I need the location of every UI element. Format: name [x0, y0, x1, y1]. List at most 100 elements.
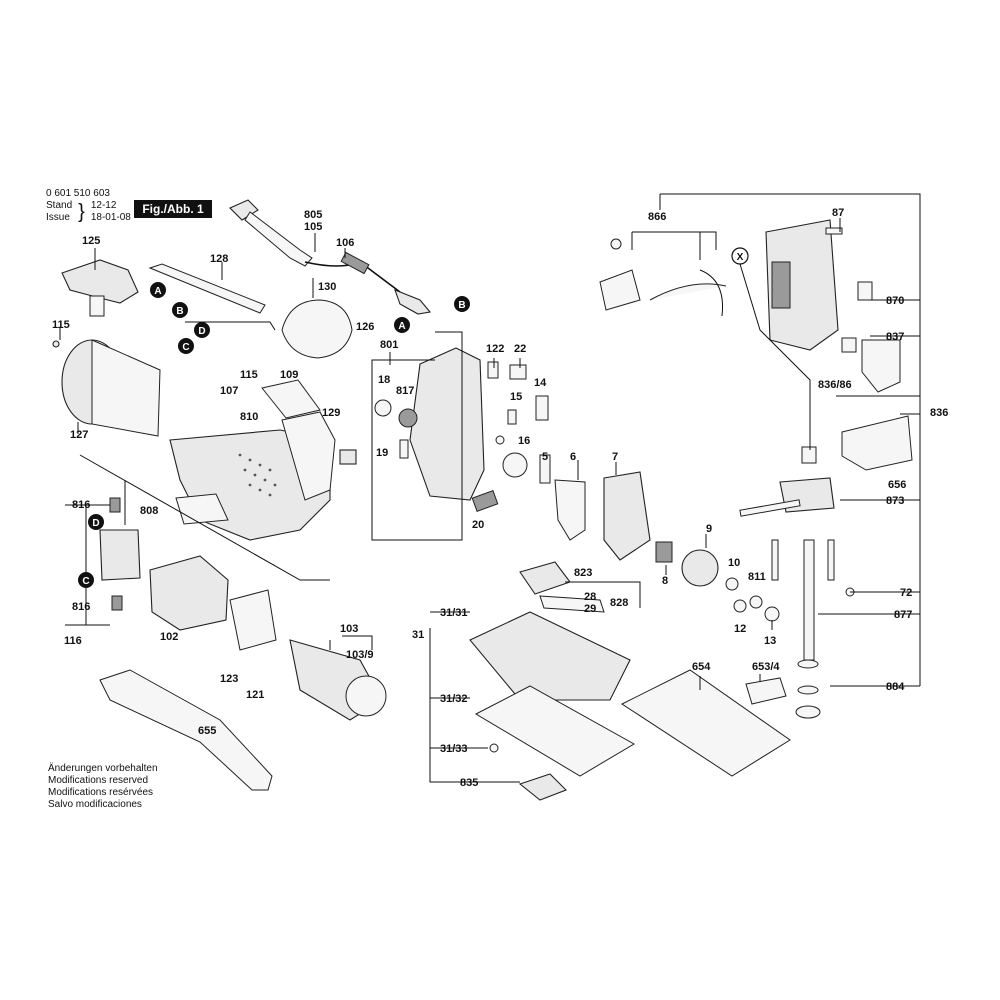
label-31-31: 31/31	[440, 607, 468, 619]
label-14: 14	[534, 377, 547, 389]
label-128: 128	[210, 253, 228, 265]
label-836: 836	[930, 407, 948, 419]
bearing-817	[398, 408, 418, 428]
bearing-13	[764, 606, 780, 622]
svg-text:X: X	[737, 252, 744, 263]
callout-d-1: D	[194, 322, 210, 338]
brace-glyph: }	[78, 201, 85, 223]
fan-guard-129	[281, 411, 336, 501]
part-870	[857, 281, 873, 301]
label-10: 10	[728, 557, 740, 569]
svg-text:D: D	[198, 326, 205, 337]
cable-sleeve	[244, 211, 313, 267]
shoe-654	[620, 669, 791, 777]
label-109: 109	[280, 369, 298, 381]
svg-text:C: C	[82, 576, 89, 587]
stand-issue-block: Stand Issue } 12-12 18-01-08	[46, 200, 131, 224]
label-9: 9	[706, 523, 712, 535]
label-13: 13	[764, 635, 776, 647]
callout-a-1: A	[150, 282, 166, 298]
label-130: 130	[318, 281, 336, 293]
motor-housing-body	[91, 339, 161, 437]
pin-15	[507, 409, 517, 425]
note-en: Modifications reserved	[48, 775, 149, 786]
housing-grille	[771, 261, 791, 309]
ring-884a	[797, 659, 819, 669]
guard-656	[841, 415, 913, 471]
lever-828	[539, 595, 605, 613]
label-6: 6	[570, 451, 576, 463]
label-801: 801	[380, 339, 398, 351]
label-28: 28	[584, 591, 596, 603]
base-31-31	[469, 611, 631, 701]
label-31-33: 31/33	[440, 743, 468, 755]
issue-label: Issue	[46, 212, 70, 223]
label-837: 837	[886, 331, 904, 343]
switch-part	[61, 259, 139, 304]
label-817: 817	[396, 385, 414, 397]
clip-129	[339, 449, 357, 465]
brush-holder	[99, 529, 141, 581]
rod-873b	[771, 539, 779, 581]
label-127: 127	[70, 429, 88, 441]
callout-b-2: B	[454, 296, 470, 312]
screw-115a	[52, 340, 60, 348]
svg-text:A: A	[154, 286, 161, 297]
pin-122	[487, 361, 499, 379]
top-housing-x	[765, 219, 839, 351]
label-811: 811	[748, 571, 766, 583]
clip-866-b	[699, 269, 724, 317]
label-87: 87	[832, 207, 844, 219]
label-16: 16	[518, 435, 530, 447]
label-18: 18	[378, 374, 390, 386]
label-115a: 115	[52, 319, 70, 331]
label-31: 31	[412, 629, 424, 641]
label-72: 72	[900, 587, 912, 599]
label-116: 116	[64, 635, 82, 647]
label-105: 105	[304, 221, 322, 233]
label-835: 835	[460, 777, 478, 789]
lever-22	[509, 364, 527, 380]
spring-866	[610, 238, 622, 250]
dust-tube-655	[99, 669, 273, 791]
switch-bracket	[89, 295, 105, 317]
shaft-5	[539, 454, 551, 484]
label-653-4: 653/4	[752, 661, 780, 673]
callout-x: X	[731, 247, 749, 265]
lever-836-86	[861, 339, 901, 393]
label-22: 22	[514, 343, 526, 355]
cable-end	[394, 289, 432, 315]
armature-fan	[345, 675, 387, 717]
dome-cover	[281, 299, 353, 359]
sleeve-873	[801, 446, 817, 464]
label-877: 877	[894, 609, 912, 621]
washer-16	[495, 435, 505, 445]
label-102: 102	[160, 631, 178, 643]
part-number-labels: 125 128 805 105 106 130 126 115 127 801 …	[52, 207, 948, 789]
clamp-835	[518, 773, 567, 801]
ring-884b	[797, 685, 819, 695]
label-870: 870	[886, 295, 904, 307]
svg-text:A: A	[398, 321, 405, 332]
label-125: 125	[82, 235, 100, 247]
clip-866	[649, 283, 727, 301]
plug-part	[229, 199, 259, 221]
label-655: 655	[198, 725, 216, 737]
washer-10	[725, 577, 739, 591]
disc-5	[502, 452, 528, 478]
cable-bar-part	[148, 263, 266, 314]
label-808: 808	[140, 505, 158, 517]
lever-14	[535, 395, 549, 421]
part-837	[841, 337, 857, 353]
stand-label: Stand	[46, 200, 73, 211]
ring-18	[374, 399, 392, 417]
modification-notes: Änderungen vorbehalten Modifications res…	[48, 763, 158, 811]
label-5: 5	[542, 451, 548, 463]
base-31-32	[474, 685, 636, 777]
svg-text:D: D	[92, 518, 99, 529]
callout-markers: A B D C B A D C	[78, 247, 749, 588]
pin-19	[399, 439, 409, 459]
label-15: 15	[510, 391, 522, 403]
lever-866	[599, 269, 641, 311]
callout-d-2: D	[88, 514, 104, 530]
